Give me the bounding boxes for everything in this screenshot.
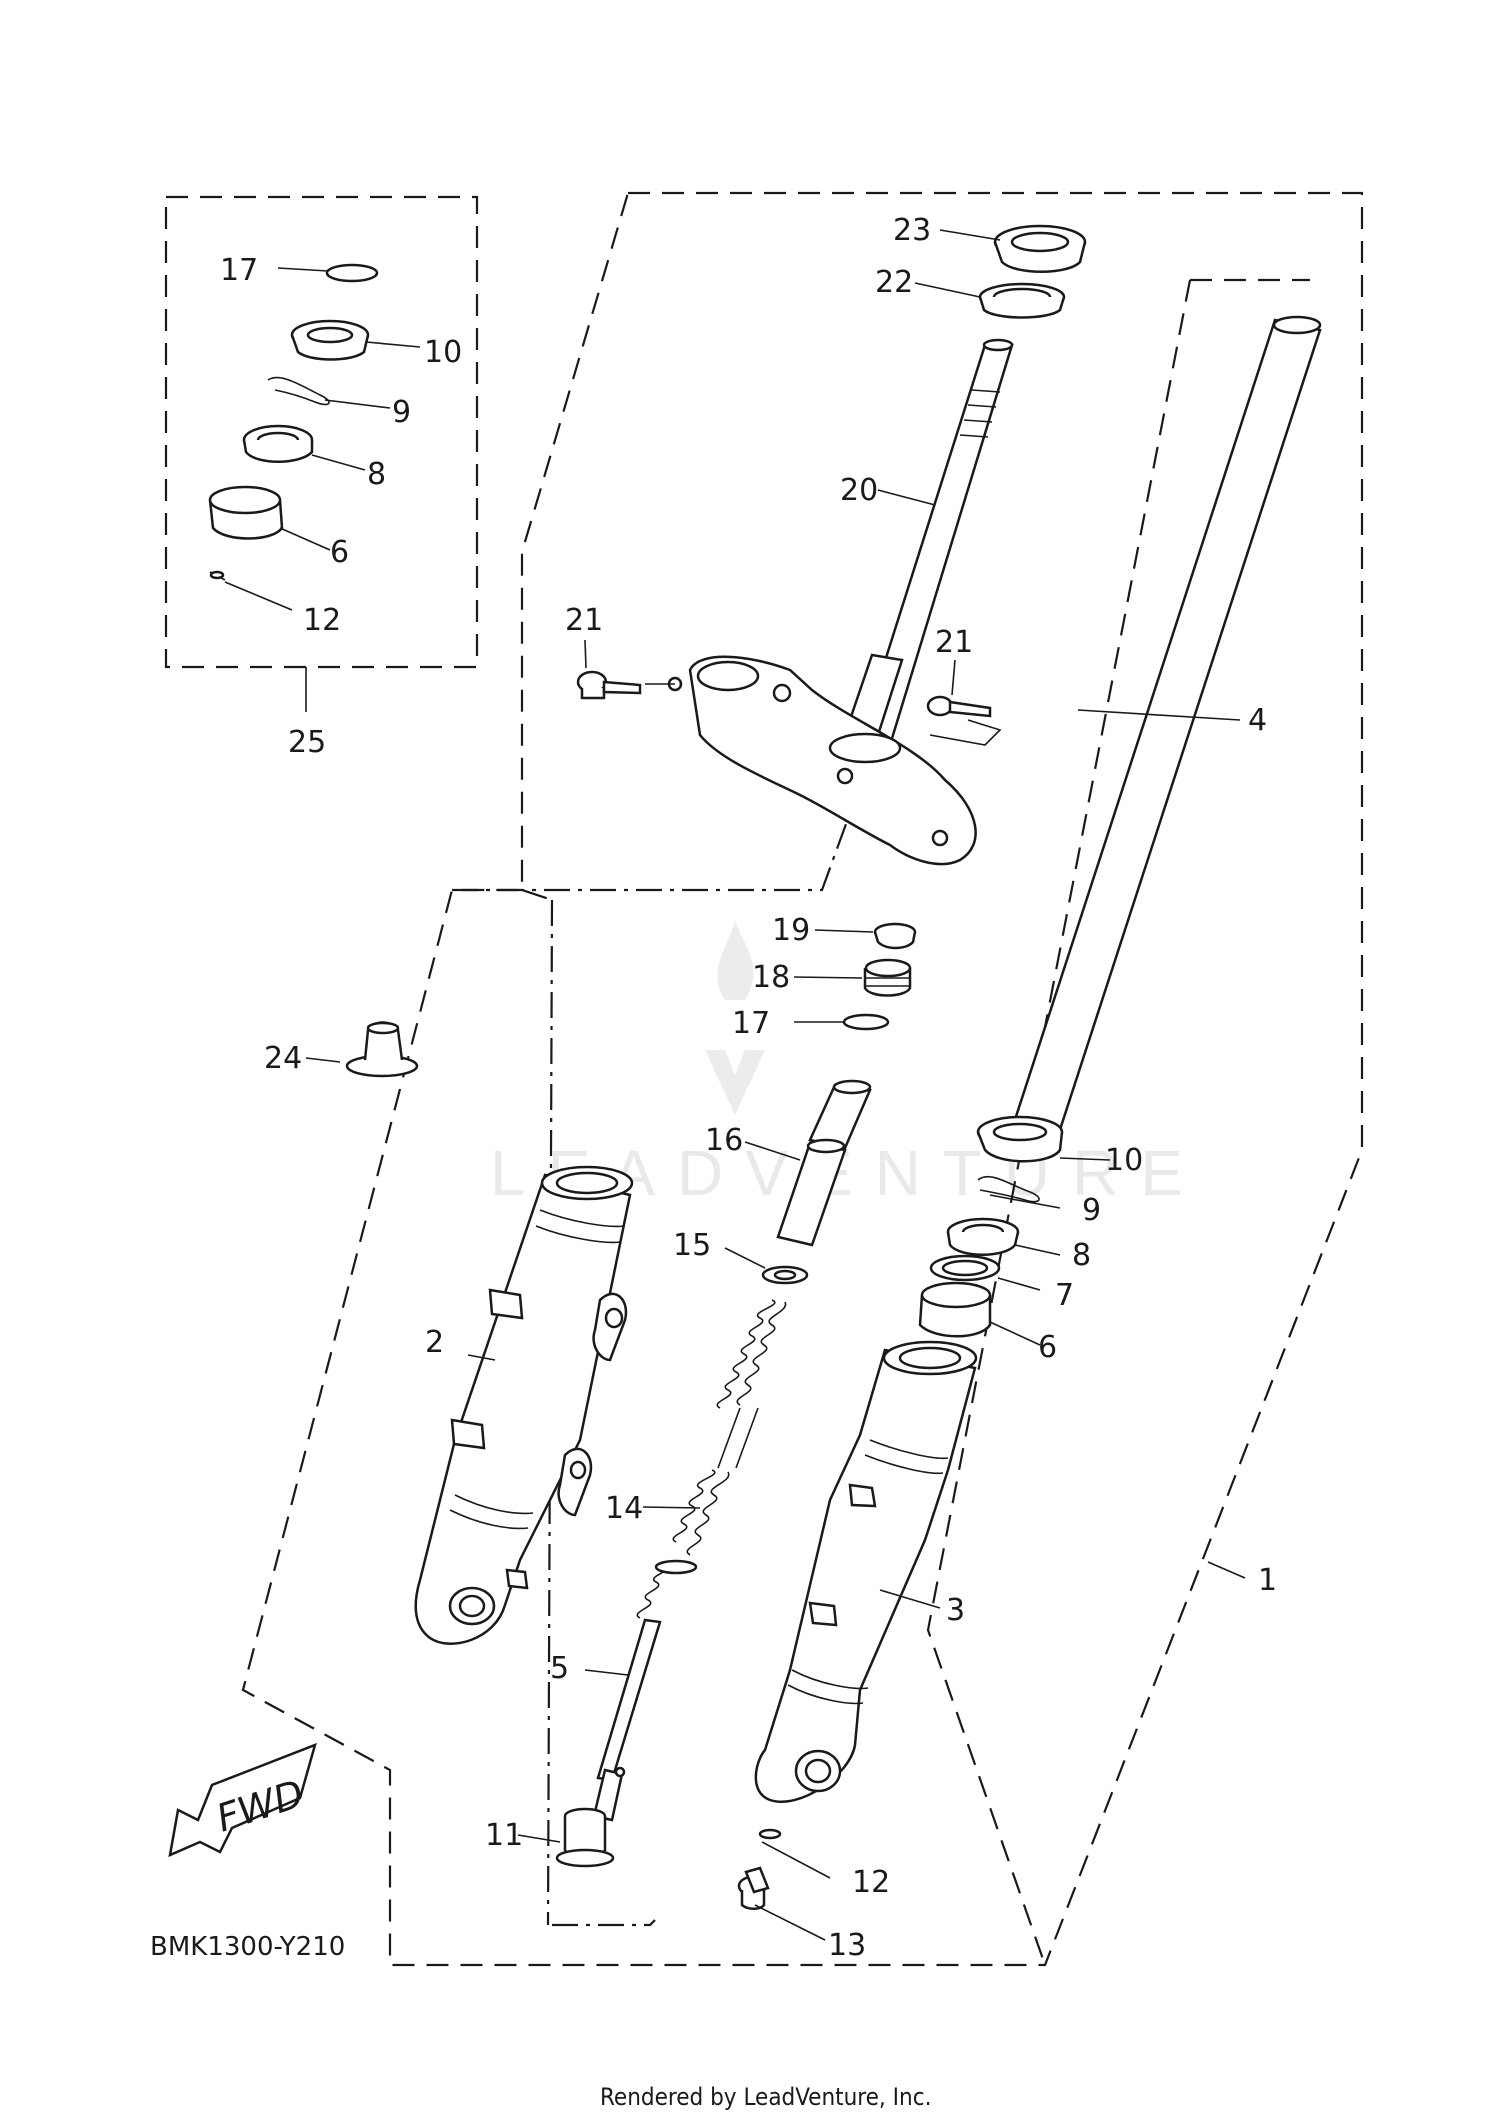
left-outer-tube-2 [414,1165,634,1645]
callout-19: 19 [772,913,810,948]
callout-2: 2 [425,1325,444,1360]
callout-24: 24 [264,1041,302,1076]
callout-10-main: 10 [1105,1143,1143,1178]
kit-25-boundary [164,195,479,669]
callout-9-main: 9 [1082,1193,1101,1228]
bolt-21-right [926,695,1002,746]
callout-16: 16 [705,1123,743,1158]
callout-21-left: 21 [565,603,603,638]
callout-13: 13 [828,1928,866,1963]
callout-18: 18 [752,960,790,995]
kit-25-parts [208,263,379,581]
diagram-code: BMK1300-Y210 [150,1932,345,1962]
assembly-1-boundary [241,191,1364,1967]
callout-20: 20 [840,473,878,508]
callout-5: 5 [550,1651,569,1686]
fork-tube-4 [1008,315,1322,1147]
callout-8-main: 8 [1072,1238,1091,1273]
callout-7: 7 [1055,1278,1074,1313]
callout-6-kit: 6 [330,535,349,570]
callout-14: 14 [605,1491,643,1526]
callout-15: 15 [673,1228,711,1263]
fwd-arrow: FWD [168,1742,317,1858]
callout-25: 25 [288,725,326,760]
bolt-21-left [576,670,675,700]
callout-11: 11 [485,1818,523,1853]
callout-6-main: 6 [1038,1330,1057,1365]
callout-8-kit: 8 [367,457,386,492]
callout-12-main: 12 [852,1865,890,1900]
leader-lines [224,229,1246,1941]
callout-numbers: 17 10 9 8 6 12 25 23 22 20 21 21 4 19 18… [220,213,1277,1963]
callout-17-mid: 17 [732,1006,770,1041]
callout-10-kit: 10 [424,335,462,370]
under-bracket [667,655,977,866]
credit-text: Rendered by LeadVenture, Inc. [600,2083,931,2111]
steering-stem-assembly [836,224,1087,762]
callout-4: 4 [1248,703,1267,738]
fork-bottom-bolts [737,1828,782,1910]
callout-12-kit: 12 [303,603,341,638]
right-outer-tube-3 [754,1115,1064,1803]
callout-3: 3 [946,1593,965,1628]
callout-9-kit: 9 [392,395,411,430]
callout-22: 22 [875,265,913,300]
callout-17-kit: 17 [220,253,258,288]
callout-1: 1 [1258,1563,1277,1598]
callout-21-right: 21 [935,625,973,660]
callout-23: 23 [893,213,931,248]
cap-24 [345,1021,419,1078]
inner-parts-column [555,922,917,1868]
